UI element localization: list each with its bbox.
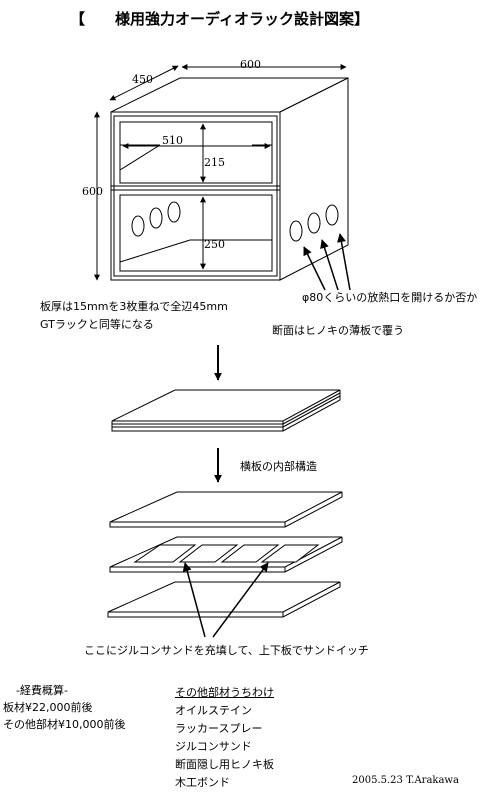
vent-pointer-arrows [303, 233, 351, 291]
dim-height-label: 600 [82, 185, 103, 198]
side-vent-hole-1 [289, 220, 303, 242]
dimension-lines [94, 64, 347, 281]
cost-heading: -経費概算- [16, 684, 68, 697]
board-note-line1: 板厚は15mmを3枚重ねで全辺45mm [40, 300, 228, 313]
rack-drawing [110, 77, 349, 281]
cost-item-boards: 板材¥22,000前後 [3, 701, 93, 714]
dim-depth-line [109, 65, 179, 101]
grid-cell-4 [260, 544, 320, 563]
inner-structure-label: 横板の内部構造 [240, 460, 317, 473]
page-title: 【 様用強力オーディオラック設計図案】 [70, 10, 369, 28]
materials-heading: その他部材うちわけ [175, 686, 274, 699]
inner-vent-hole-2 [149, 207, 163, 229]
dim-upper-height-label: 215 [204, 156, 225, 169]
dim-inner-width-label: 510 [162, 134, 183, 147]
grid-cell-1 [133, 544, 197, 563]
board-note-line2: GTラックと同等になる [40, 318, 154, 331]
cost-item-other: その他部材¥10,000前後 [3, 718, 126, 731]
materials-item: 木工ボンド [175, 776, 230, 789]
materials-item: ジルコンサンド [175, 740, 252, 753]
inner-vent-hole-3 [167, 201, 181, 223]
dim-width-label: 600 [240, 58, 261, 71]
dim-lower-height-label: 250 [204, 238, 225, 251]
materials-item: オイルステイン [175, 704, 252, 717]
inner-vent-hole-1 [131, 215, 145, 237]
rack-front-frame [110, 111, 281, 281]
materials-item: ラッカースプレー [175, 722, 263, 735]
signature: 2005.5.23 T.Arakawa [352, 775, 459, 786]
sand-pointer-arrows [182, 562, 269, 638]
rack-side-face [279, 77, 349, 281]
grid-cell-2 [178, 544, 239, 563]
vent-note: φ80くらいの放熱口を開けるか否か [302, 291, 478, 304]
materials-item: 断面隠し用ヒノキ板 [175, 758, 274, 771]
exploded-bottom-plate [107, 581, 341, 618]
rack-upper-opening [119, 121, 273, 184]
side-vent-hole-3 [325, 204, 339, 226]
grid-cell-3 [220, 544, 280, 563]
laminated-board [111, 389, 341, 432]
dim-depth-label: 450 [132, 73, 153, 86]
sandwich-note: ここにジルコンサンドを充填して、上下板でサンドイッチ [84, 644, 369, 657]
exploded-top-plate [109, 491, 343, 528]
side-vent-hole-2 [307, 212, 321, 234]
exploded-grid-frame [109, 536, 343, 573]
cladding-note: 断面はヒノキの薄板で覆う [272, 324, 404, 337]
